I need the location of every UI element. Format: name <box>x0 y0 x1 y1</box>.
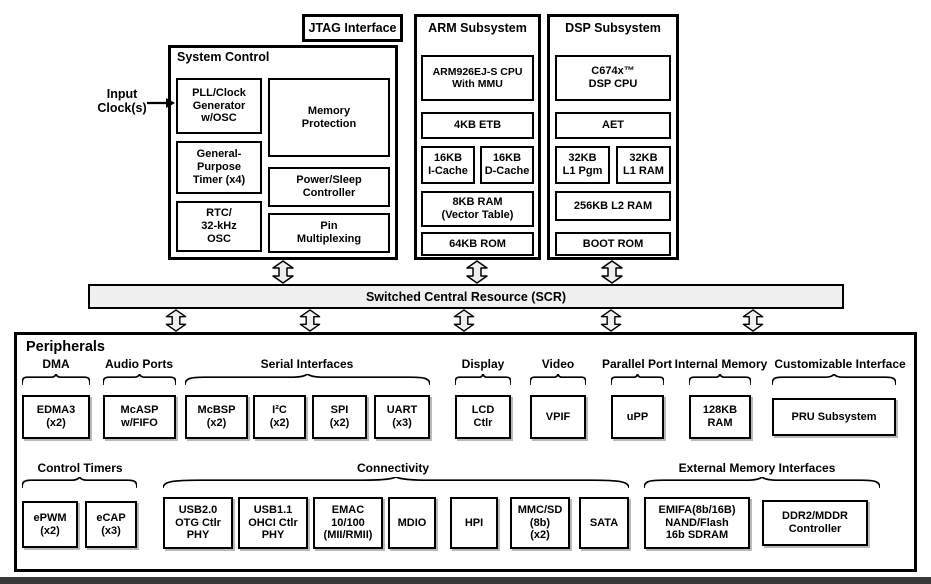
block-dsp-l1-pgm: 32KB L1 Pgm <box>555 146 610 184</box>
brace-internal-memory <box>689 374 751 385</box>
block-pin-multiplexing: Pin Multiplexing <box>268 213 390 253</box>
block-arm-rom: 64KB ROM <box>421 232 534 256</box>
group-label-video: Video <box>541 357 575 371</box>
block-power-sleep-controller: Power/Sleep Controller <box>268 167 390 207</box>
peripherals-title: Peripherals <box>26 339 105 355</box>
block-lcd-ctlr: LCD Ctlr <box>455 395 511 439</box>
group-label-serial-interfaces: Serial Interfaces <box>260 357 354 371</box>
bus-arrow-peripherals-1 <box>165 309 187 332</box>
block-sata: SATA <box>579 497 629 549</box>
arm-subsystem-title: ARM Subsystem <box>428 21 527 35</box>
block-usb20-otg: USB2.0 OTG Ctlr PHY <box>163 497 233 549</box>
block-uart: UART (x3) <box>374 395 430 439</box>
block-memory-protection: Memory Protection <box>268 78 390 157</box>
system-control-title: System Control <box>177 50 270 64</box>
block-i2c: I²C (x2) <box>253 395 306 439</box>
bus-arrow-peripherals-2 <box>299 309 321 332</box>
brace-dma <box>22 374 90 385</box>
scr-bar: Switched Central Resource (SCR) <box>88 284 844 309</box>
brace-customizable-interface <box>772 374 896 385</box>
brace-serial-interfaces <box>185 374 430 385</box>
block-emac: EMAC 10/100 (MII/RMII) <box>313 497 383 549</box>
block-spi: SPI (x2) <box>312 395 367 439</box>
brace-external-memory-interfaces <box>644 477 880 488</box>
input-clocks-label: Input Clock(s) <box>97 87 147 116</box>
block-pll-clock-generator: PLL/Clock Generator w/OSC <box>176 78 262 134</box>
block-pru-subsystem: PRU Subsystem <box>772 398 896 436</box>
bus-arrow-peripherals-4 <box>600 309 622 332</box>
bus-arrow-dsp <box>601 260 623 284</box>
group-label-parallel-port: Parallel Port <box>601 357 673 371</box>
page-edge <box>0 577 931 584</box>
block-arm-icache: 16KB I-Cache <box>421 146 475 184</box>
group-label-customizable-interface: Customizable Interface <box>774 357 906 371</box>
block-mdio: MDIO <box>388 497 436 549</box>
block-dsp-boot-rom: BOOT ROM <box>555 232 671 256</box>
block-mmc-sd: MMC/SD (8b) (x2) <box>510 497 570 549</box>
group-label-connectivity: Connectivity <box>356 461 430 475</box>
bus-arrow-arm <box>466 260 488 284</box>
block-arm-vector-ram: 8KB RAM (Vector Table) <box>421 191 534 227</box>
block-arm-etb: 4KB ETB <box>421 112 534 139</box>
block-edma3: EDMA3 (x2) <box>22 395 90 439</box>
group-label-control-timers: Control Timers <box>37 461 123 475</box>
block-usb11-ohci: USB1.1 OHCI Ctlr PHY <box>238 497 308 549</box>
block-dsp-l1-ram: 32KB L1 RAM <box>616 146 671 184</box>
input-clock-arrow <box>147 98 175 108</box>
group-label-display: Display <box>461 357 505 371</box>
brace-connectivity <box>163 477 629 488</box>
bus-arrow-system-control <box>272 260 294 284</box>
block-internal-ram: 128KB RAM <box>689 395 751 439</box>
brace-video <box>530 374 586 385</box>
block-dsp-l2-ram: 256KB L2 RAM <box>555 191 671 221</box>
group-label-internal-memory: Internal Memory <box>674 357 768 371</box>
brace-parallel-port <box>611 374 664 385</box>
brace-audio-ports <box>103 374 176 385</box>
bus-arrow-peripherals-5 <box>742 309 764 332</box>
block-rtc-osc: RTC/ 32-kHz OSC <box>176 201 262 252</box>
dsp-subsystem-title: DSP Subsystem <box>565 21 661 35</box>
group-label-external-memory-interfaces: External Memory Interfaces <box>678 461 836 475</box>
brace-display <box>455 374 511 385</box>
group-label-dma: DMA <box>42 357 70 371</box>
block-ddr2-mddr: DDR2/MDDR Controller <box>762 500 868 546</box>
block-hpi: HPI <box>450 497 498 549</box>
block-arm-cpu: ARM926EJ-S CPU With MMU <box>421 55 534 101</box>
block-dsp-aet: AET <box>555 112 671 139</box>
block-mcbsp: McBSP (x2) <box>185 395 248 439</box>
block-upp: uPP <box>611 395 664 439</box>
block-mcasp: McASP w/FIFO <box>103 395 176 439</box>
block-vpif: VPIF <box>530 395 586 439</box>
bus-arrow-peripherals-3 <box>453 309 475 332</box>
block-emifa: EMIFA(8b/16B) NAND/Flash 16b SDRAM <box>644 497 750 549</box>
block-epwm: ePWM (x2) <box>22 501 78 548</box>
jtag-interface-box: JTAG Interface <box>302 14 403 42</box>
brace-control-timers <box>22 477 137 488</box>
block-dsp-cpu: C674x™ DSP CPU <box>555 55 671 101</box>
block-ecap: eCAP (x3) <box>85 501 137 548</box>
block-gp-timer: General- Purpose Timer (x4) <box>176 141 262 194</box>
group-label-audio-ports: Audio Ports <box>105 357 173 371</box>
block-arm-dcache: 16KB D-Cache <box>480 146 534 184</box>
